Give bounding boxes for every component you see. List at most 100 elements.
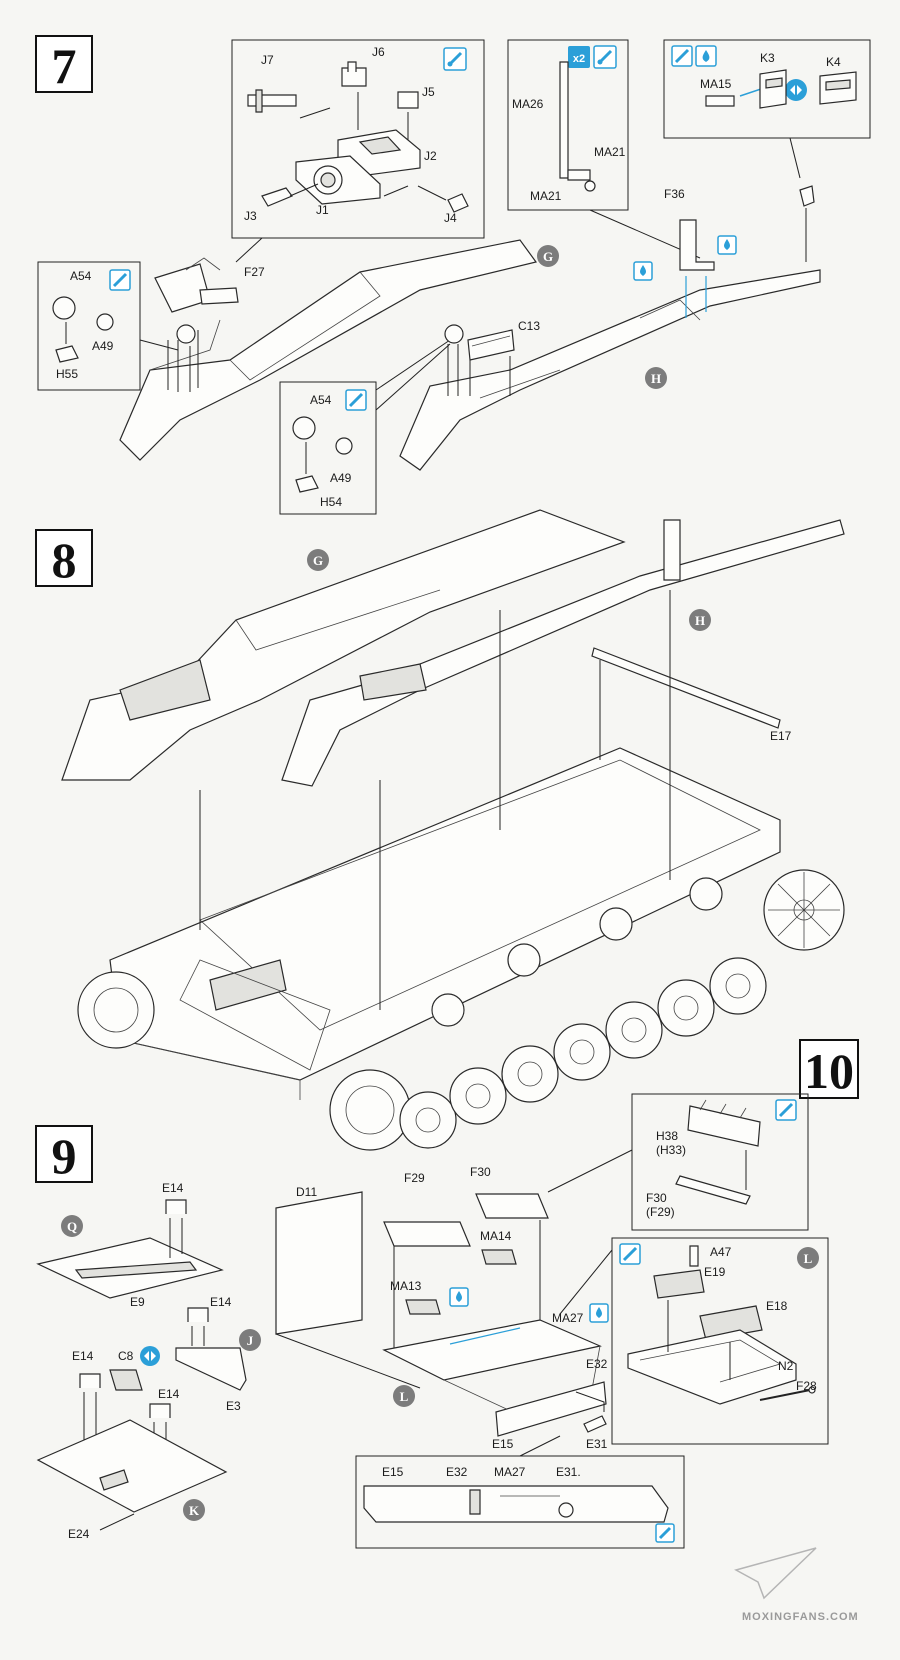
step-number: 8 bbox=[52, 532, 77, 588]
callout-j-parts bbox=[231, 39, 485, 239]
paint-brush-icon bbox=[671, 45, 693, 67]
label-d11: D11 bbox=[296, 1185, 317, 1199]
callout-h38 bbox=[631, 1093, 809, 1231]
step-number: 9 bbox=[52, 1128, 77, 1184]
hull-floor-l bbox=[382, 1319, 602, 1381]
drive-sprocket-front bbox=[329, 1069, 411, 1151]
svg-text:H: H bbox=[695, 613, 705, 628]
label-h55: H55 bbox=[56, 367, 78, 381]
marker-g: G bbox=[307, 549, 329, 571]
label-ma14: MA14 bbox=[480, 1229, 512, 1243]
side-plate-e15 bbox=[495, 1381, 607, 1437]
label-h54: H54 bbox=[320, 495, 342, 509]
paint-brush-icon bbox=[345, 389, 367, 411]
label-ma26: MA26 bbox=[512, 97, 544, 111]
label-f27: F27 bbox=[244, 265, 265, 279]
label-e31-detail: E31. bbox=[556, 1465, 581, 1479]
label-h33: (H33) bbox=[656, 1143, 686, 1157]
label-f29: F29 bbox=[404, 1171, 425, 1185]
svg-text:L: L bbox=[804, 1251, 813, 1266]
return-rollers bbox=[431, 877, 723, 1027]
step-8: 8 G H E17 bbox=[35, 509, 845, 1151]
step-number-box bbox=[35, 1125, 93, 1183]
svg-text:x2: x2 bbox=[573, 53, 585, 65]
step-number: 10 bbox=[804, 1043, 854, 1099]
label-a54-left: A54 bbox=[70, 269, 92, 283]
callout-k-parts bbox=[663, 39, 871, 139]
label-e19: E19 bbox=[704, 1265, 726, 1279]
label-f28: F28 bbox=[796, 1379, 817, 1393]
glue-drop-icon bbox=[633, 261, 653, 281]
label-j2: J2 bbox=[424, 149, 437, 163]
label-e18: E18 bbox=[766, 1299, 788, 1313]
label-f30-callout: F30 bbox=[646, 1191, 667, 1205]
marker-g: G bbox=[537, 245, 559, 267]
glue-drop-icon bbox=[695, 45, 717, 67]
label-j5: J5 bbox=[422, 85, 435, 99]
step-number: 7 bbox=[52, 38, 77, 94]
marker-j: J bbox=[239, 1329, 261, 1351]
svg-text:G: G bbox=[313, 553, 323, 568]
paint-brush-icon bbox=[619, 1243, 641, 1265]
repeat-x2-icon: x2 bbox=[568, 46, 590, 68]
drive-sprocket-left bbox=[77, 971, 155, 1049]
paint-brush-icon bbox=[109, 269, 131, 291]
label-ma27-detail: MA27 bbox=[494, 1465, 526, 1479]
fender-h-installed bbox=[281, 519, 845, 787]
label-a47: A47 bbox=[710, 1245, 732, 1259]
label-e14-d: E14 bbox=[158, 1387, 180, 1401]
panel-k bbox=[36, 1419, 228, 1513]
label-e17: E17 bbox=[770, 729, 792, 743]
label-f30: F30 bbox=[470, 1165, 491, 1179]
callout-l-assembly bbox=[611, 1237, 829, 1445]
label-e14-b: E14 bbox=[210, 1295, 232, 1309]
paint-brush-icon bbox=[443, 47, 467, 71]
label-c13: C13 bbox=[518, 319, 540, 333]
label-e32: E32 bbox=[586, 1357, 608, 1371]
label-e14-c: E14 bbox=[72, 1349, 94, 1363]
svg-text:K: K bbox=[189, 1503, 200, 1518]
marker-h: H bbox=[645, 367, 667, 389]
glue-drop-icon bbox=[717, 235, 737, 255]
label-e32-detail: E32 bbox=[446, 1465, 468, 1479]
label-e24: E24 bbox=[68, 1527, 90, 1541]
glue-drop-icon bbox=[589, 1303, 609, 1323]
label-f36: F36 bbox=[664, 187, 685, 201]
svg-text:J: J bbox=[247, 1333, 254, 1348]
road-wheels bbox=[399, 957, 767, 1149]
glue-drop-icon bbox=[449, 1287, 469, 1307]
marker-l: L bbox=[797, 1247, 819, 1269]
label-f29-callout: (F29) bbox=[646, 1205, 675, 1219]
fender-left-g bbox=[119, 239, 538, 461]
label-k3: K3 bbox=[760, 51, 775, 65]
step-number-box bbox=[799, 1039, 859, 1099]
svg-text:G: G bbox=[543, 249, 553, 264]
paint-brush-icon bbox=[775, 1099, 797, 1121]
label-ma13: MA13 bbox=[390, 1279, 422, 1293]
label-e31: E31 bbox=[586, 1437, 608, 1451]
label-e14-a: E14 bbox=[162, 1181, 184, 1195]
label-ma15: MA15 bbox=[700, 77, 732, 91]
panel-d11 bbox=[275, 1191, 363, 1335]
label-a49-mid: A49 bbox=[330, 471, 352, 485]
label-h38: H38 bbox=[656, 1129, 678, 1143]
label-ma21-b: MA21 bbox=[530, 189, 562, 203]
label-ma27: MA27 bbox=[552, 1311, 584, 1325]
label-e15-detail: E15 bbox=[382, 1465, 404, 1479]
label-a54-mid: A54 bbox=[310, 393, 332, 407]
callout-ma26 bbox=[507, 39, 629, 211]
watermark: MOXINGFANS.COM bbox=[734, 1547, 858, 1623]
label-n2: N2 bbox=[778, 1359, 794, 1373]
svg-text:H: H bbox=[651, 371, 661, 386]
step-9: 9 Q E14 E9 J E14 E3 C8 bbox=[35, 1093, 829, 1549]
callout-left-wheel-mount bbox=[37, 261, 141, 391]
label-j6: J6 bbox=[372, 45, 385, 59]
fender-g-installed bbox=[61, 509, 626, 781]
choose-option-icon bbox=[785, 79, 807, 101]
label-c8: C8 bbox=[118, 1349, 134, 1363]
label-j7: J7 bbox=[261, 53, 274, 67]
label-j4: J4 bbox=[444, 211, 457, 225]
marker-k: K bbox=[183, 1499, 205, 1521]
part-e3 bbox=[175, 1347, 247, 1391]
